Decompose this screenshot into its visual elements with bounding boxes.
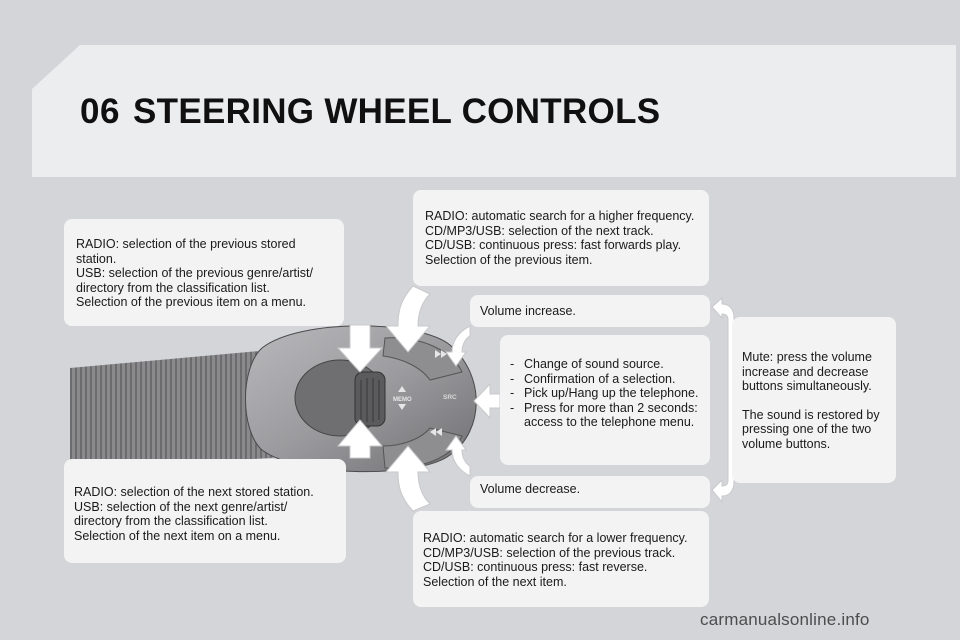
list-item: Pick up/Hang up the telephone.	[510, 386, 702, 401]
fast-forward-icon	[435, 350, 441, 358]
callout-source: Change of sound source. Confirmation of …	[500, 335, 710, 465]
callout-previous-station-text: RADIO: selection of the previous stored …	[76, 237, 313, 309]
watermark: carmanualsonline.info	[700, 610, 870, 629]
chapter-number: 06	[80, 92, 120, 131]
control-head	[245, 325, 477, 473]
callout-next-station: RADIO: selection of the next stored stat…	[64, 459, 346, 563]
src-label: SRC	[443, 394, 457, 401]
arrow-volume-down	[445, 435, 471, 477]
list-item: Confirmation of a selection.	[510, 372, 702, 387]
list-item: Press for more than 2 seconds: access to…	[510, 401, 702, 430]
callout-mute-text: Mute: press the volume increase and decr…	[742, 350, 872, 393]
callout-seek-up-text: RADIO: automatic search for a higher fre…	[425, 209, 695, 267]
arrow-seek-up	[384, 285, 432, 353]
callout-seek-down-text: RADIO: automatic search for a lower freq…	[423, 531, 688, 589]
page-title: STEERING WHEEL CONTROLS	[133, 92, 661, 131]
callout-seek-down: RADIO: automatic search for a lower freq…	[413, 511, 709, 607]
arrow-previous-station	[336, 324, 384, 373]
callout-mute: Mute: press the volume increase and decr…	[732, 317, 896, 483]
callout-volume-decrease-text: Volume decrease.	[480, 482, 581, 496]
callout-volume-decrease: Volume decrease.	[470, 476, 710, 508]
callout-volume-increase-text: Volume increase.	[480, 304, 576, 318]
callout-volume-increase: Volume increase.	[470, 295, 710, 327]
list-item: Change of sound source.	[510, 357, 702, 372]
arrow-volume-up	[445, 325, 471, 367]
memo-label: MEMO	[393, 397, 412, 403]
arrow-next-station	[336, 419, 384, 459]
stalk-body	[70, 350, 300, 470]
callout-next-station-text: RADIO: selection of the next stored stat…	[74, 485, 314, 543]
callout-seek-up: RADIO: automatic search for a higher fre…	[413, 190, 709, 286]
memo-thumbwheel	[354, 371, 386, 427]
arrow-seek-down	[384, 445, 432, 512]
arrow-source	[473, 382, 501, 420]
callout-mute-restore-text: The sound is restored by pressing one of…	[742, 407, 880, 451]
arrow-mute-bracket	[711, 296, 735, 504]
source-function-list: Change of sound source. Confirmation of …	[510, 357, 702, 430]
seek-down-button	[382, 427, 463, 469]
callout-previous-station: RADIO: selection of the previous stored …	[64, 219, 344, 326]
wheel-recess	[294, 359, 386, 437]
header-panel	[32, 45, 956, 177]
fast-reverse-icon	[436, 428, 442, 436]
seek-up-button	[382, 337, 463, 381]
